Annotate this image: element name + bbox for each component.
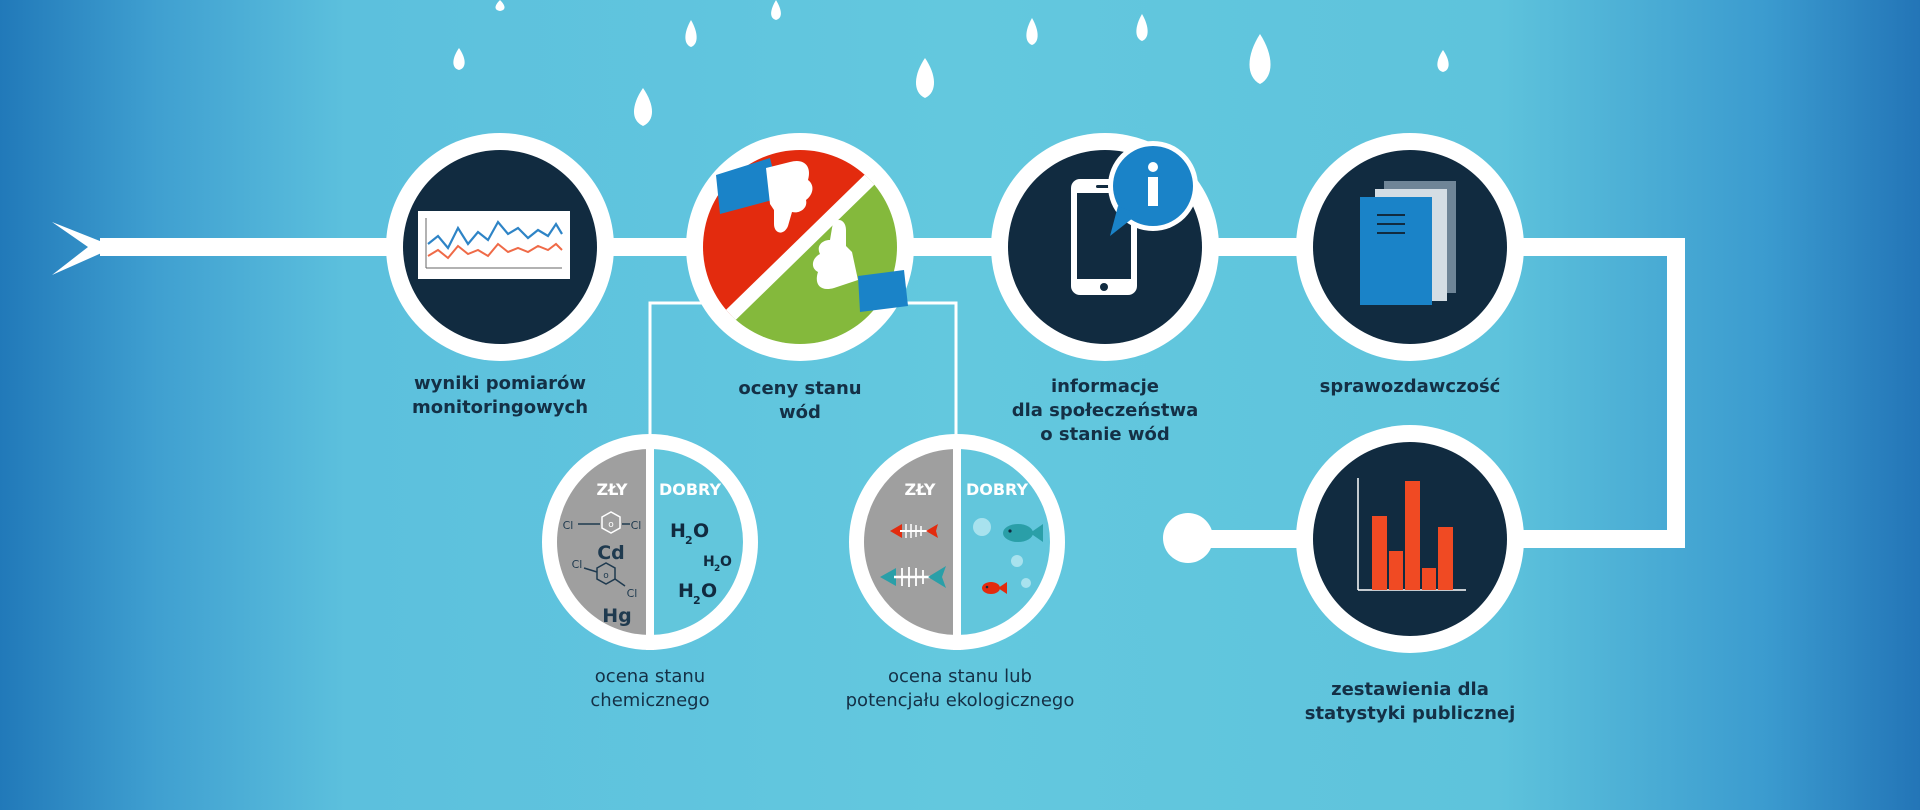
raindrop-icon (633, 88, 653, 126)
chemical-caption: ocena stanu chemicznego (590, 666, 710, 711)
svg-text:O: O (701, 580, 717, 602)
info-icon (1108, 141, 1198, 236)
ring-label: o (608, 520, 614, 530)
node-assessment (686, 133, 914, 361)
ring-label: o (603, 571, 609, 581)
mercury-label: Hg (602, 605, 632, 627)
chemical-good-label: DOBRY (659, 480, 722, 499)
ecological-bad-label: ZŁY (905, 480, 936, 499)
svg-text:O: O (720, 554, 732, 570)
cadmium-label: Cd (597, 542, 625, 564)
svg-text:2: 2 (693, 594, 701, 607)
raindrop-icon (1249, 34, 1271, 84)
svg-text:H: H (703, 554, 715, 570)
fish-skeleton-icon (880, 566, 946, 588)
assessment-label: oceny stanu wód (738, 378, 862, 423)
raindrop-icon (1437, 50, 1449, 72)
node-ecological-status: ZŁY DOBRY (849, 434, 1065, 650)
bubbles (973, 518, 1031, 588)
ecological-caption: ocena stanu lub potencjału ekologicznego (845, 666, 1075, 711)
chemical-bad-label: ZŁY (597, 480, 628, 499)
water-formula-3: H 2 O (678, 580, 717, 607)
chlorine-label: Cl (563, 519, 574, 532)
raindrop-icon (453, 48, 465, 70)
ecological-good-label: DOBRY (966, 480, 1029, 499)
svg-text:2: 2 (685, 534, 693, 547)
monitoring-label: wyniki pomiarów monitoringowych (411, 373, 589, 418)
thumbs-up-icon (812, 219, 908, 312)
raindrop-icon (1026, 18, 1038, 45)
raindrop-icon (1136, 14, 1148, 41)
node-monitoring (386, 133, 614, 361)
information-label: informacje dla społeczeństwa o stanie wó… (1011, 376, 1199, 445)
node-reporting (1296, 133, 1524, 361)
fish-icon (982, 582, 1007, 594)
documents-icon (1360, 181, 1456, 305)
svg-text:H: H (670, 520, 686, 542)
node-chemical-status: ZŁY DOBRY Cl o Cl Cd Cl o Cl Hg H 2 O H … (542, 434, 758, 650)
flow-end-dot (1163, 513, 1213, 563)
raindrop-icon (495, 0, 505, 11)
water-formula-1: H 2 O (670, 520, 709, 547)
line-chart-icon (418, 211, 570, 279)
reporting-label: sprawozdawczość (1319, 376, 1501, 397)
svg-text:O: O (693, 520, 709, 542)
chlorine-label: Cl (572, 558, 583, 571)
water-formula-2: H 2 O (703, 554, 732, 574)
raindrop-icon (915, 58, 935, 98)
bar-chart-icon (1357, 478, 1466, 591)
arrow-tail-icon (52, 222, 115, 275)
fish-icon (1003, 524, 1043, 542)
chlorine-label: Cl (627, 587, 638, 600)
raindrop-icon (685, 20, 697, 47)
svg-text:2: 2 (714, 564, 720, 574)
chlorine-label: Cl (631, 519, 642, 532)
thumbs-down-icon (716, 158, 813, 233)
chemical-structure-icon (578, 511, 630, 587)
raindrops (453, 0, 1449, 126)
raindrop-icon (771, 0, 781, 20)
statistics-label: zestawienia dla statystyki publicznej (1304, 679, 1516, 724)
svg-text:H: H (678, 580, 694, 602)
node-statistics (1296, 425, 1524, 653)
node-information (991, 133, 1219, 361)
fish-skeleton-icon (890, 524, 938, 538)
